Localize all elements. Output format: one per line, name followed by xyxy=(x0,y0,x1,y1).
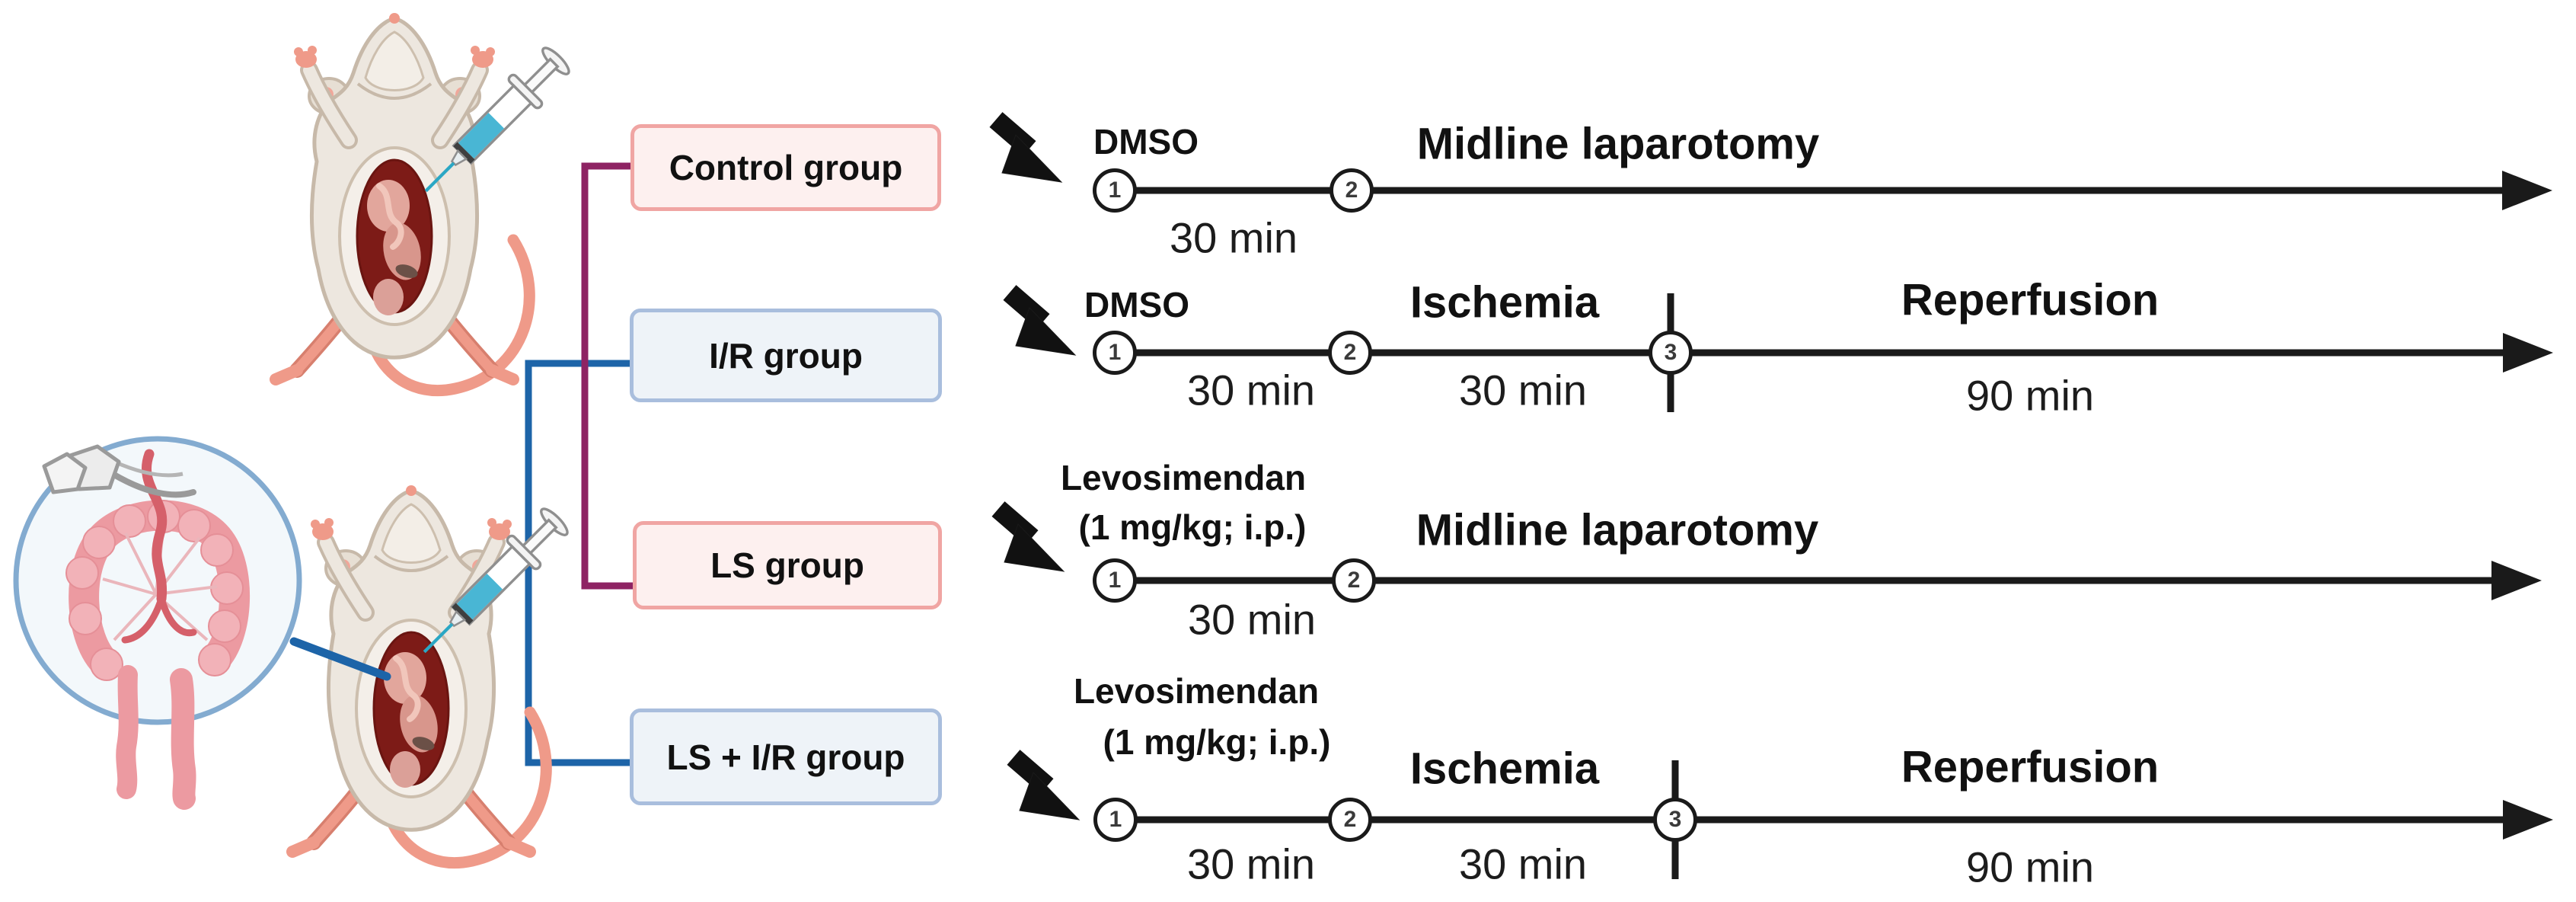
row1-duration: 30 min xyxy=(1169,213,1298,262)
mouse-laparotomy-top xyxy=(276,13,575,391)
group-box-lsir: LS + I/R group xyxy=(630,708,942,805)
row4-drug-line2: (1 mg/kg; i.p.) xyxy=(1103,722,1331,762)
injection-arrow-icon xyxy=(998,509,1064,571)
group-label: Control group xyxy=(669,148,903,187)
row4-drug-line1: Levosimendan xyxy=(1073,671,1320,711)
row2-step-3: 3 xyxy=(1649,331,1693,375)
group-box-ir: I/R group xyxy=(630,309,942,402)
group-label: LS + I/R group xyxy=(666,737,905,777)
row1-step-1: 1 xyxy=(1093,168,1137,213)
group-box-ls: LS group xyxy=(633,521,942,609)
row1-step-2: 2 xyxy=(1329,168,1374,213)
row4-phase1-label: Ischemia xyxy=(1409,744,1600,794)
row4-step-1: 1 xyxy=(1093,798,1138,842)
row2-duration-2: 30 min xyxy=(1458,366,1588,414)
group-label: I/R group xyxy=(709,335,863,376)
row3-phase-label: Midline laparotomy xyxy=(1416,505,1819,555)
row4-phase2-label: Reperfusion xyxy=(1901,742,2159,792)
injection-arrow-icon xyxy=(1010,293,1075,355)
arrowhead-icon xyxy=(2491,561,2542,600)
injection-arrow-icon xyxy=(996,120,1061,182)
row4-step-2: 2 xyxy=(1328,798,1372,842)
magnifier-pointer-line xyxy=(289,637,391,681)
row4-duration-3: 90 min xyxy=(1965,843,2095,891)
row2-duration-1: 30 min xyxy=(1186,366,1316,414)
group-label: LS group xyxy=(710,545,864,585)
row3-drug-line1: Levosimendan xyxy=(1060,458,1307,497)
row2-drug-label: DMSO xyxy=(1084,285,1189,325)
row3-drug-line2: (1 mg/kg; i.p.) xyxy=(1078,507,1307,547)
row4-duration-1: 30 min xyxy=(1186,840,1316,888)
row3-duration: 30 min xyxy=(1187,595,1317,644)
clamp-icon xyxy=(42,444,196,498)
group-box-control: Control group xyxy=(630,124,941,211)
row2-phase2-label: Reperfusion xyxy=(1901,275,2159,325)
row4-duration-2: 30 min xyxy=(1458,840,1588,888)
connector-control-ls xyxy=(581,162,634,590)
row3-step-1: 1 xyxy=(1093,558,1137,603)
row2-phase1-label: Ischemia xyxy=(1409,277,1600,328)
arrowhead-icon xyxy=(2503,333,2553,373)
colon-illustration xyxy=(65,500,250,810)
magnifier-intestine-inset xyxy=(13,436,302,810)
injection-arrow-icon xyxy=(1013,757,1079,820)
arrowhead-icon xyxy=(2503,800,2553,840)
row1-phase-label: Midline laparotomy xyxy=(1416,119,1820,169)
row2-step-2: 2 xyxy=(1328,331,1372,375)
row3-step-2: 2 xyxy=(1332,558,1376,603)
row2-duration-3: 90 min xyxy=(1965,371,2095,420)
arrowhead-icon xyxy=(2502,171,2552,210)
connector-ir-lsir xyxy=(525,360,632,766)
row2-step-1: 1 xyxy=(1093,331,1137,375)
mesenteric-artery xyxy=(121,449,197,644)
row4-step-3: 3 xyxy=(1653,798,1697,842)
row1-drug-label: DMSO xyxy=(1093,122,1199,162)
